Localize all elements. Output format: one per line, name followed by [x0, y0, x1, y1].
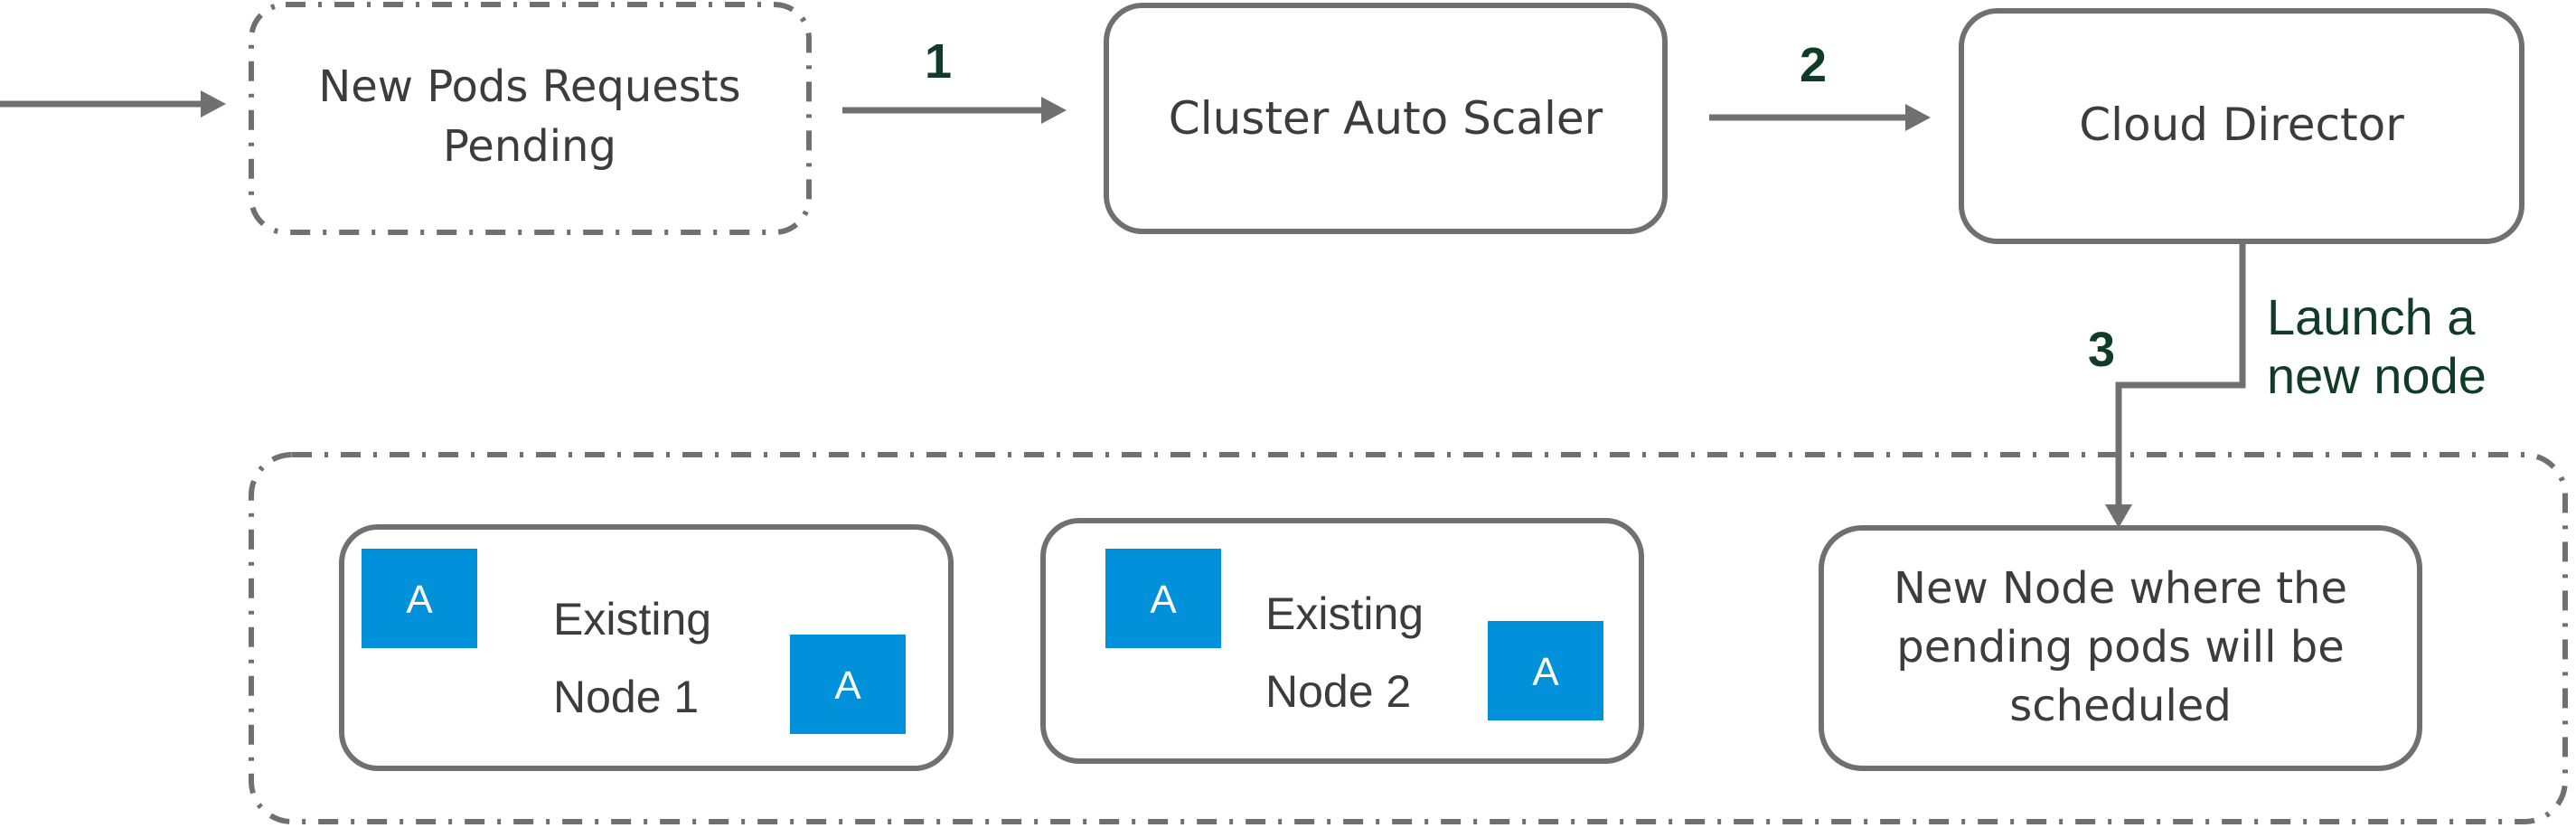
- launch-node-annotation-line-1: Launch a: [2267, 288, 2476, 345]
- pending-pods-box[interactable]: New Pods Requests Pending: [249, 2, 812, 235]
- existing-node-1-label-line-2: Node 1: [553, 672, 699, 722]
- existing-node-2-label-line-2: Node 2: [1265, 666, 1411, 717]
- existing-node-2-label-line-1: Existing: [1265, 588, 1424, 639]
- new-node-label-line-3: scheduled: [2009, 681, 2232, 731]
- pod-a-node-2-bottom: A: [1488, 621, 1603, 720]
- pod-a-node-1-bottom: A: [790, 635, 906, 734]
- pending-pods-label-line-1: New Pods Requests: [318, 61, 740, 112]
- entry-arrow: [0, 90, 226, 118]
- cloud-director-box[interactable]: Cloud Director: [1959, 8, 2524, 244]
- pod-label: A: [1150, 578, 1177, 622]
- existing-node-2-box[interactable]: A A Existing Node 2: [1040, 518, 1644, 764]
- cloud-director-label: Cloud Director: [2079, 99, 2404, 151]
- cluster-autoscaler-label: Cluster Auto Scaler: [1169, 92, 1603, 145]
- cluster-group-container: [249, 452, 2568, 824]
- new-node-label-line-1: New Node where the: [1894, 563, 2347, 614]
- step-2-arrow: [1709, 104, 1931, 131]
- pending-pods-label-line-2: Pending: [443, 121, 616, 172]
- pod-label: A: [406, 578, 433, 622]
- cluster-autoscaler-box[interactable]: Cluster Auto Scaler: [1104, 3, 1668, 234]
- pod-label: A: [1532, 650, 1559, 694]
- step-1-arrow: [842, 97, 1067, 124]
- pod-a-node-1-top: A: [362, 549, 477, 648]
- step-1-number: 1: [925, 34, 952, 89]
- pod-a-node-2-top: A: [1105, 549, 1221, 648]
- new-node-label-line-2: pending pods will be: [1896, 622, 2344, 673]
- step-3-arrow: [2105, 241, 2246, 528]
- pod-label: A: [834, 663, 861, 708]
- new-node-box[interactable]: New Node where the pending pods will be …: [1819, 525, 2422, 771]
- step-3-number: 3: [2088, 323, 2115, 377]
- existing-node-1-label-line-1: Existing: [553, 594, 711, 645]
- launch-node-annotation-line-2: new node: [2267, 347, 2487, 404]
- step-2-number: 2: [1800, 38, 1827, 92]
- existing-node-1-box[interactable]: A A Existing Node 1: [339, 524, 954, 771]
